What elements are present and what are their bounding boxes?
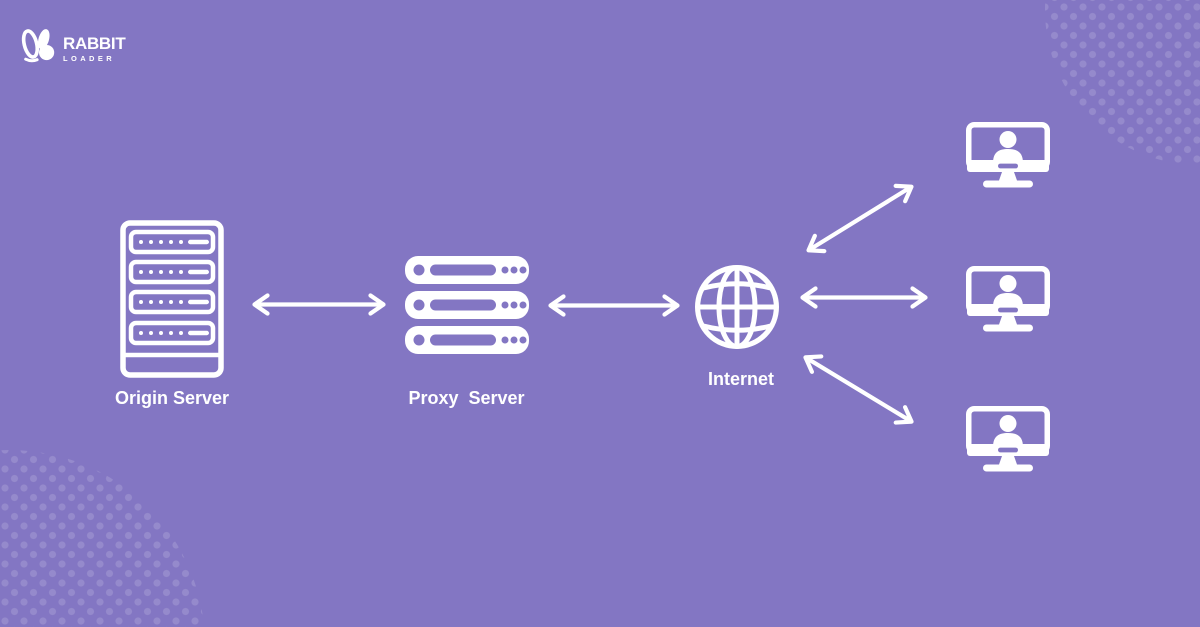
brand-name: RABBIT: [63, 34, 126, 53]
client-monitor-icon: [966, 266, 1050, 332]
client-monitor-icon: [966, 122, 1050, 188]
proxy-server-icon: [405, 256, 529, 354]
rabbit-icon: [21, 29, 55, 63]
server-rack-icon: [120, 220, 224, 378]
arrow-proxy-internet: [548, 294, 680, 317]
arrow-origin-proxy: [252, 293, 386, 316]
brand-logo: RABBIT LOADER: [20, 24, 126, 63]
arrow-internet-client-3: [803, 354, 914, 425]
client-monitor-icon: [966, 406, 1050, 472]
arrow-internet-client-1: [806, 183, 914, 254]
dot-pattern-top-right: [1045, 0, 1200, 165]
brand-subname: LOADER: [63, 54, 116, 63]
internet-label: Internet: [707, 369, 774, 389]
proxy-server-label: Proxy Server: [408, 388, 525, 408]
globe-icon: [694, 264, 780, 350]
arrow-internet-client-2: [800, 286, 928, 309]
origin-server-label: Origin Server: [114, 388, 230, 408]
dot-pattern-bottom-left: [0, 450, 205, 627]
